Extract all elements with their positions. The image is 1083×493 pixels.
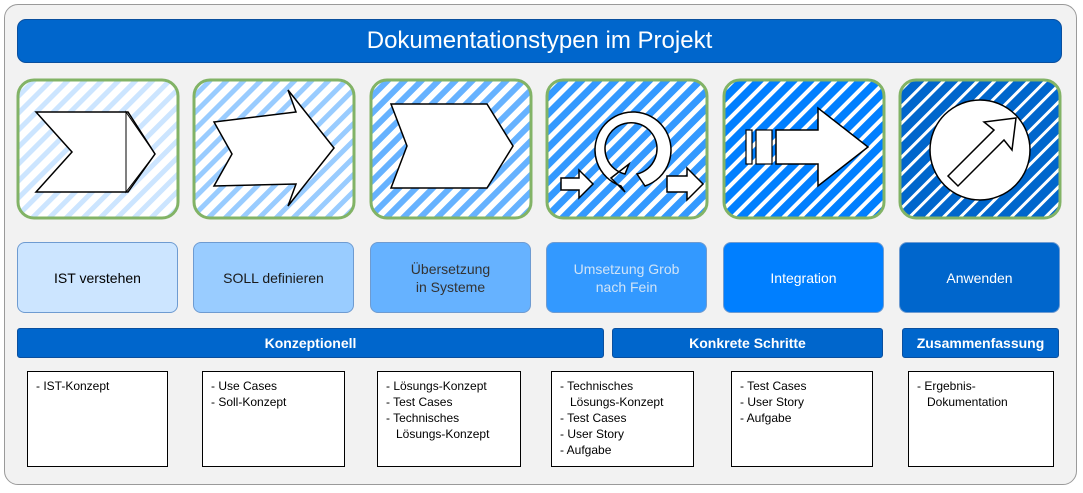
step-ist-verstehen: IST verstehen (17, 242, 178, 313)
doc-list-umsetzung: - Technisches Lösungs-Konzept - Test Cas… (551, 371, 694, 467)
phase-konkrete-schritte: Konkrete Schritte (612, 328, 883, 358)
doc-item: - User Story (740, 395, 805, 409)
doc-item: - Technisches (560, 379, 634, 393)
step-integration: Integration (723, 242, 884, 313)
doc-item: - Use Cases (211, 379, 278, 393)
doc-item: Lösungs-Konzept (386, 427, 490, 441)
doc-list-integration: - Test Cases - User Story - Aufgabe (731, 371, 873, 467)
doc-item: - Test Cases (560, 411, 627, 425)
doc-item: - Lösungs-Konzept (386, 379, 487, 393)
icon-box-umsetzung (545, 78, 709, 220)
doc-item: - IST-Konzept (36, 379, 110, 393)
doc-item: Dokumentation (917, 395, 1008, 409)
icon-box-uebersetzung (369, 78, 533, 220)
doc-item: Lösungs-Konzept (560, 395, 664, 409)
diagram-frame (4, 4, 1077, 485)
doc-item: - Ergebnis- (917, 379, 976, 393)
doc-list-ist: - IST-Konzept (27, 371, 168, 467)
step-umsetzung: Umsetzung Grob nach Fein (546, 242, 707, 313)
doc-list-anwenden: - Ergebnis- Dokumentation (908, 371, 1054, 467)
step-soll-definieren: SOLL definieren (193, 242, 354, 313)
icon-box-ist (16, 78, 180, 220)
apply-arrow-icon (898, 78, 1062, 220)
doc-list-uebersetzung: - Lösungs-Konzept - Test Cases - Technis… (377, 371, 521, 467)
icon-box-integration (722, 78, 886, 220)
phase-zusammenfassung: Zusammenfassung (902, 328, 1059, 358)
forward-arrow-icon (192, 78, 356, 220)
doc-item: - User Story (560, 427, 625, 441)
doc-item: - Aufgabe (740, 411, 792, 425)
doc-item: - Test Cases (386, 395, 453, 409)
phase-konzeptionell: Konzeptionell (17, 328, 604, 358)
doc-item: - Aufgabe (560, 443, 612, 457)
doc-item: - Technisches (386, 411, 460, 425)
step-uebersetzung: Übersetzung in Systeme (370, 242, 531, 313)
diagram-title: Dokumentationstypen im Projekt (17, 19, 1062, 63)
icon-box-anwenden (898, 78, 1062, 220)
step-anwenden: Anwenden (899, 242, 1060, 313)
pentagon-arrow-icon (369, 78, 533, 220)
doc-item: - Test Cases (740, 379, 807, 393)
icon-box-soll (192, 78, 356, 220)
integration-arrow-icon (722, 78, 886, 220)
refresh-cycle-icon (545, 78, 709, 220)
chevron-arrow-icon (16, 78, 180, 220)
doc-item: - Soll-Konzept (211, 395, 287, 409)
doc-list-soll: - Use Cases - Soll-Konzept (202, 371, 345, 467)
